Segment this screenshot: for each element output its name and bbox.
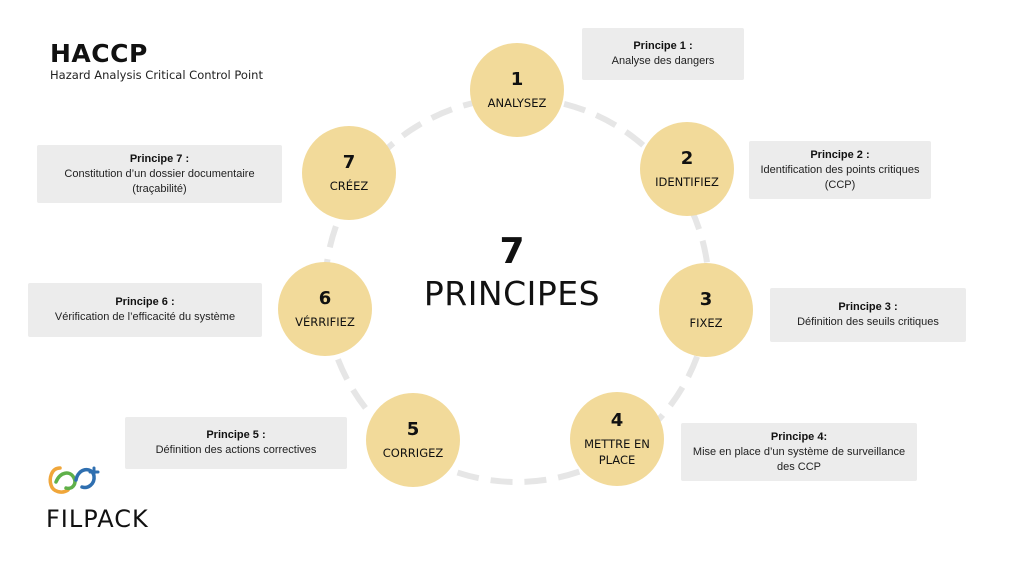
step-5-circle: 5 CORRIGEZ: [366, 393, 460, 487]
principle-text: Vérification de l’efficacité du système: [54, 311, 236, 323]
logo-brand-text: FILPACK: [46, 505, 149, 533]
principle-title: Principe 7 :: [129, 152, 190, 165]
step-label: CRÉEZ: [329, 179, 369, 193]
filpack-logo: FILPACK: [46, 462, 149, 533]
step-3-circle: 3 FIXEZ: [659, 263, 753, 357]
step-number: 1: [510, 69, 524, 90]
page-title: HACCP: [50, 39, 148, 68]
step-number: 7: [342, 152, 356, 173]
filpack-logo-icon: [48, 466, 100, 494]
step-label: ANALYSEZ: [487, 96, 547, 110]
principle-5-box: Principe 5 : Définition des actions corr…: [125, 417, 347, 469]
principle-title: Principe 1 :: [633, 40, 693, 52]
principle-text: Définition des actions correctives: [155, 444, 317, 456]
principle-4-box: Principe 4: Mise en place d’un système d…: [681, 423, 917, 481]
principle-text: Analyse des dangers: [611, 55, 715, 67]
step-label: VÉRRIFIEZ: [295, 315, 355, 329]
step-6-circle: 6 VÉRRIFIEZ: [278, 262, 372, 356]
principle-text: Identification des points critiques (CCP…: [760, 163, 920, 191]
step-2-circle: 2 IDENTIFIEZ: [640, 122, 734, 216]
principle-2-box: Principe 2 : Identification des points c…: [749, 141, 931, 199]
step-label: CORRIGEZ: [382, 446, 444, 460]
principle-title: Principe 4:: [770, 430, 828, 443]
header: HACCP Hazard Analysis Critical Control P…: [50, 39, 263, 83]
principle-title: Principe 6 :: [115, 296, 175, 308]
step-label: METTRE EN PLACE: [584, 437, 650, 467]
center-label: 7 PRINCIPES: [400, 230, 624, 314]
step-1-circle: 1 ANALYSEZ: [470, 43, 564, 137]
step-number: 5: [406, 419, 420, 440]
principle-title: Principe 3 :: [838, 301, 898, 313]
step-4-circle: 4 METTRE EN PLACE: [570, 392, 664, 486]
center-word: PRINCIPES: [423, 274, 601, 313]
center-number: 7: [499, 231, 525, 272]
principle-6-box: Principe 6 : Vérification de l’efficacit…: [28, 283, 262, 337]
step-7-circle: 7 CRÉEZ: [302, 126, 396, 220]
step-number: 6: [318, 288, 332, 309]
page-subtitle: Hazard Analysis Critical Control Point: [50, 68, 263, 82]
principle-text: Constitution d’un dossier documentaire (…: [64, 167, 255, 195]
step-number: 4: [610, 410, 624, 431]
principle-7-box: Principe 7 : Constitution d’un dossier d…: [37, 145, 282, 203]
principle-title: Principe 2 :: [810, 148, 870, 161]
principle-text: Définition des seuils critiques: [797, 316, 939, 328]
step-number: 2: [680, 148, 694, 169]
principle-1-box: Principe 1 : Analyse des dangers: [582, 28, 744, 80]
principle-text: Mise en place d’un système de surveillan…: [692, 445, 906, 473]
principle-3-box: Principe 3 : Définition des seuils criti…: [770, 288, 966, 342]
step-label: IDENTIFIEZ: [655, 175, 719, 189]
principle-title: Principe 5 :: [206, 429, 266, 441]
step-number: 3: [699, 289, 713, 310]
step-label: FIXEZ: [689, 316, 723, 330]
